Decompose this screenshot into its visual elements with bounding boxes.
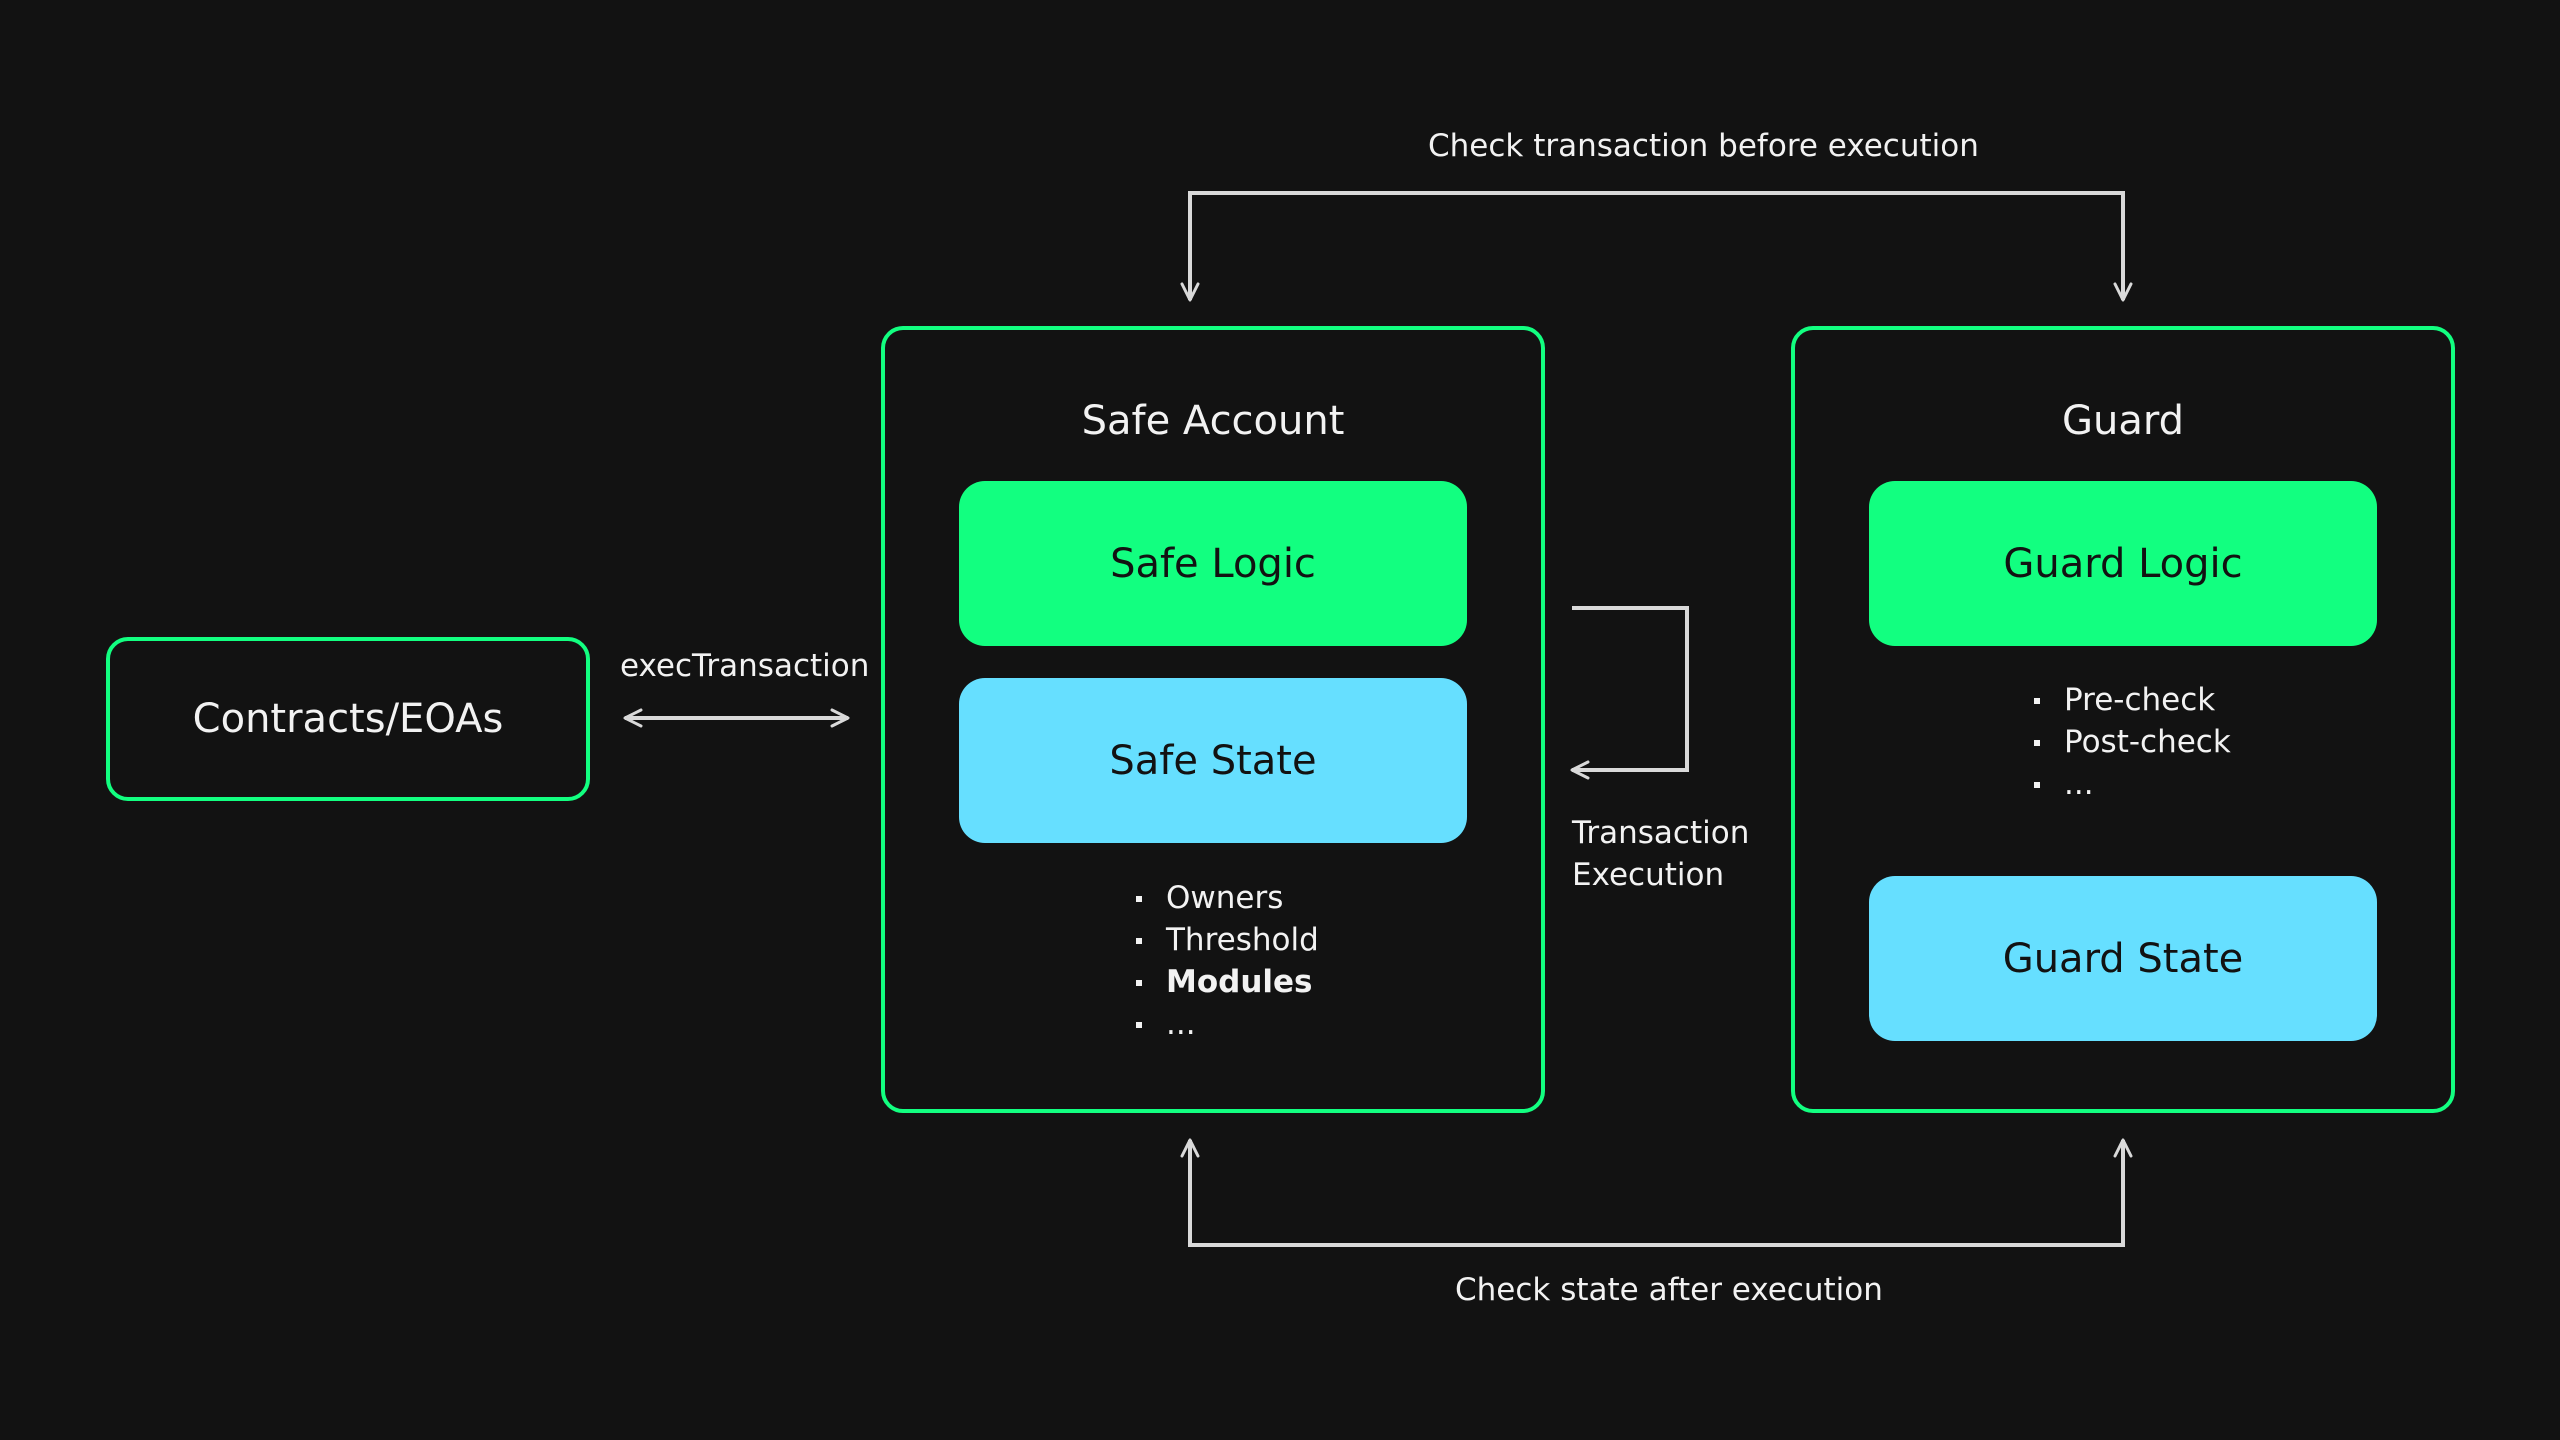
bottom-bracket-line [1188,1140,2125,1247]
safe-state-item: Owners [1136,877,1319,919]
safe-state-item: Threshold [1136,919,1319,961]
safe-state-item: Modules [1136,961,1319,1003]
top-bracket-line [1188,191,2125,298]
transaction-execution-line-2: Execution [1572,857,1725,893]
exec-transaction-label: execTransaction [620,648,870,684]
guard-logic-item: ... [2034,763,2231,805]
contracts-eoas-label: Contracts/EOAs [192,696,504,742]
transaction-execution-loop [1570,606,1689,780]
safe-account-title: Safe Account [1081,398,1345,444]
safe-logic-block: Safe Logic [959,481,1467,646]
check-before-label: Check transaction before execution [1428,128,1979,164]
transaction-execution-line-1: Transaction [1572,815,1750,851]
safe-state-items: Owners Threshold Modules ... [1136,877,1319,1045]
guard-logic-items: Pre-check Post-check ... [2034,679,2231,805]
check-after-label: Check state after execution [1455,1272,1883,1308]
contracts-eoas-box: Contracts/EOAs [106,637,590,801]
guard-logic-block: Guard Logic [1869,481,2377,646]
guard-logic-item: Post-check [2034,721,2231,763]
guard-logic-item: Pre-check [2034,679,2231,721]
safe-state-item: ... [1136,1003,1319,1045]
guard-box [1791,326,2455,1113]
guard-state-block: Guard State [1869,876,2377,1041]
guard-title: Guard [2062,398,2184,444]
safe-state-block: Safe State [959,678,1467,843]
transaction-execution-label: Transaction Execution [1572,812,1749,896]
safe-account-box [881,326,1545,1113]
